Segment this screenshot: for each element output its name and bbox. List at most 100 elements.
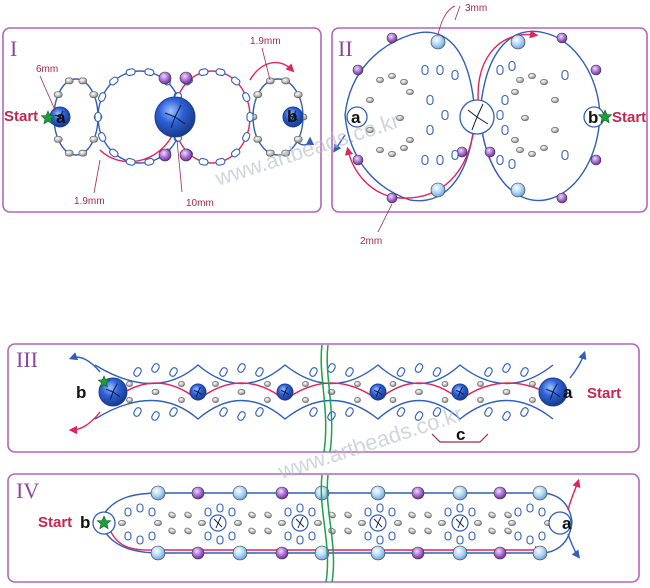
- seed-bead-outline: [133, 407, 142, 417]
- seed-bead-outline: [514, 531, 522, 541]
- crystal-facet: [105, 383, 121, 400]
- crystal-facet: [213, 516, 223, 529]
- panel-4-letter-b: b: [80, 513, 90, 532]
- label-3mm: 3mm: [465, 3, 487, 14]
- seed-bead-outline: [204, 507, 212, 517]
- seed-bead-outline: [309, 407, 318, 417]
- seed-bead-outline: [237, 411, 246, 421]
- seed-bead: [529, 397, 536, 403]
- panel-1-letter-b: b: [287, 107, 297, 126]
- label-10mm: 10mm: [186, 198, 214, 209]
- seed-bead: [477, 381, 484, 387]
- panel-2-bead-pattern: [333, 5, 613, 233]
- purple-bead: [590, 154, 602, 166]
- crystal-outline: [548, 511, 572, 535]
- thread-blue-arrow: [567, 533, 581, 559]
- start-star-icon: [597, 109, 613, 124]
- seed-bead-outline: [501, 124, 509, 136]
- seed-bead-outline: [125, 157, 136, 166]
- bracket-c: [431, 433, 489, 443]
- panel-4-number: IV: [16, 478, 39, 503]
- seed-bead: [540, 145, 548, 151]
- panel-2-number: II: [338, 36, 353, 61]
- seed-bead-outline: [144, 157, 155, 166]
- seed-bead: [438, 520, 446, 526]
- seed-bead-outline: [444, 507, 452, 517]
- light-blue-bead: [150, 545, 166, 561]
- seed-bead-outline: [496, 64, 504, 76]
- seed-bead: [314, 520, 322, 526]
- seed-bead: [394, 520, 402, 526]
- seed-bead: [358, 520, 366, 526]
- seed-bead: [126, 381, 133, 387]
- seed-bead: [78, 77, 88, 85]
- light-blue-bead: [510, 34, 526, 50]
- seed-bead-outline: [230, 76, 241, 86]
- panel-2: II Start 3mm 2mm: [331, 3, 648, 247]
- light-blue-bead: [452, 545, 468, 561]
- seed-bead: [516, 77, 524, 83]
- seed-bead-outline: [327, 363, 336, 373]
- seed-bead-outline: [133, 367, 142, 377]
- seed-bead: [237, 389, 246, 395]
- thread-red-arrow: [99, 126, 177, 163]
- seed-bead: [184, 511, 192, 519]
- seed-bead: [529, 381, 536, 387]
- seed-bead-outline: [432, 367, 442, 377]
- crystal-facet: [193, 386, 203, 397]
- seed-bead-outline: [451, 149, 459, 161]
- seed-bead: [151, 389, 160, 395]
- seed-bead: [293, 91, 303, 99]
- seed-bead: [354, 397, 361, 403]
- seed-bead: [168, 527, 176, 535]
- label-1-9mm-top: 1.9mm: [250, 36, 281, 47]
- seed-bead-outline: [441, 109, 449, 121]
- seed-bead-outline: [451, 69, 459, 81]
- seed-bead-outline: [242, 132, 251, 142]
- seed-bead-outline: [426, 94, 434, 106]
- seed-bead: [302, 397, 309, 403]
- seed-bead-outline: [204, 531, 212, 541]
- seed-bead-outline: [242, 92, 251, 102]
- crystal-facet: [545, 383, 561, 400]
- light-blue-bead: [232, 545, 248, 561]
- seed-bead: [265, 77, 275, 85]
- purple-bead: [556, 192, 568, 204]
- seed-bead-outline: [255, 367, 264, 377]
- seed-bead: [89, 135, 99, 143]
- seed-bead-outline: [421, 64, 429, 76]
- seed-bead: [389, 381, 397, 387]
- seed-bead: [488, 511, 496, 519]
- light-blue-bead: [150, 485, 166, 501]
- panel-1: I Start 6mm 1.9mm 1.9mm 10mm: [2, 27, 322, 213]
- seed-bead-outline: [109, 148, 119, 158]
- seed-bead-outline: [376, 503, 384, 513]
- start-star-icon: [97, 375, 111, 388]
- light-blue-bead: [370, 485, 386, 501]
- seed-bead-outline: [414, 363, 424, 373]
- thread-red-arrow: [249, 61, 295, 81]
- seed-bead: [521, 115, 529, 121]
- seed-bead-outline: [284, 531, 292, 541]
- seed-bead-outline: [364, 507, 372, 517]
- seed-bead-outline: [388, 531, 396, 541]
- label-6mm: 6mm: [36, 64, 58, 75]
- seed-bead-outline: [246, 111, 254, 123]
- seed-bead-outline: [97, 132, 107, 142]
- seed-bead: [396, 115, 404, 121]
- purple-bead: [590, 64, 602, 76]
- seed-bead-outline: [444, 531, 452, 541]
- seed-bead: [406, 137, 414, 143]
- seed-bead-outline: [216, 503, 224, 513]
- seed-bead: [551, 127, 559, 133]
- crystal-outline: [346, 106, 368, 128]
- seed-bead-outline: [309, 367, 318, 377]
- panel-4: IV Start: [7, 473, 640, 583]
- panel-1-number: I: [10, 36, 17, 61]
- seed-bead-outline: [228, 531, 236, 541]
- seed-bead: [474, 520, 482, 526]
- seed-bead-outline: [148, 507, 156, 517]
- leader-line: [176, 139, 183, 193]
- crystal-facet: [467, 103, 489, 131]
- purple-bead: [158, 71, 172, 85]
